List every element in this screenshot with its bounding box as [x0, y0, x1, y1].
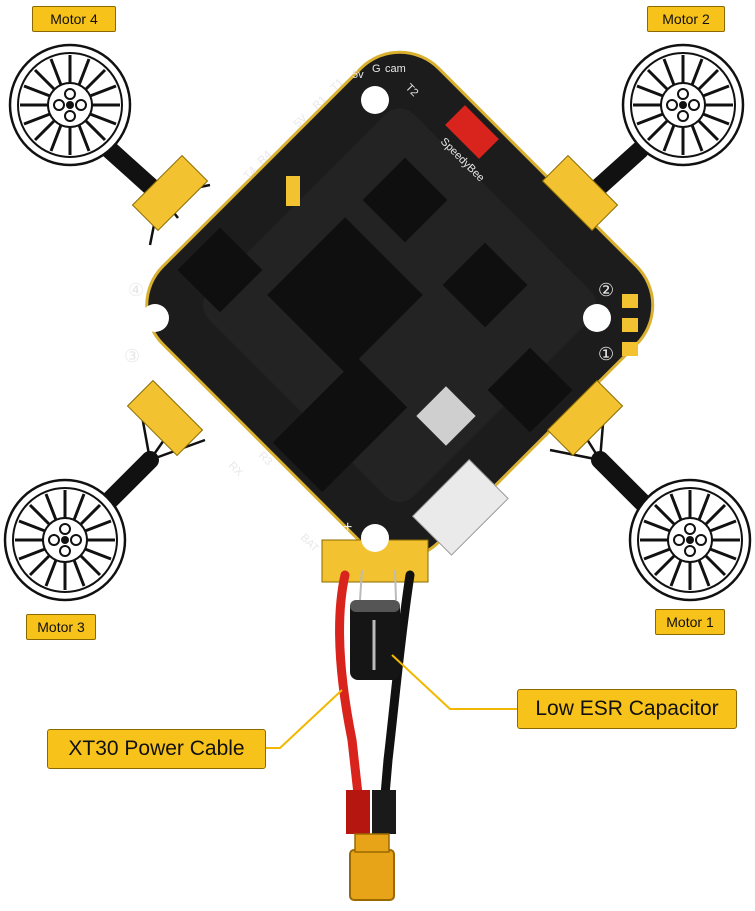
silk-bat: BAT — [298, 532, 321, 555]
silk-5v: 5v — [352, 69, 364, 81]
motor-icon — [3, 478, 127, 602]
motor-3-label: Motor 3 — [26, 614, 96, 640]
silk-rx: RX — [226, 460, 246, 480]
capacitor-icon — [350, 569, 400, 680]
silk-pad4: ④ — [128, 280, 144, 300]
leader-lines — [266, 654, 517, 749]
motor-4-label: Motor 4 — [32, 6, 116, 32]
power-cable-label: XT30 Power Cable — [47, 729, 266, 769]
silk-pad3: ③ — [124, 346, 140, 366]
xt30-connector-icon — [349, 833, 395, 901]
motor-2-label: Motor 2 — [647, 6, 725, 32]
flight-controller-board — [126, 50, 655, 583]
motor-icon — [628, 478, 752, 602]
motor-icon — [621, 43, 745, 167]
motor-icon — [8, 43, 132, 167]
silk-g: G — [372, 63, 381, 75]
silk-cam: cam — [385, 63, 406, 75]
silk-plus: + — [343, 519, 352, 536]
silk-pad1: ① — [598, 344, 614, 364]
motor-1-label: Motor 1 — [655, 609, 725, 635]
capacitor-label: Low ESR Capacitor — [517, 689, 737, 729]
silk-pad2: ② — [598, 280, 614, 300]
